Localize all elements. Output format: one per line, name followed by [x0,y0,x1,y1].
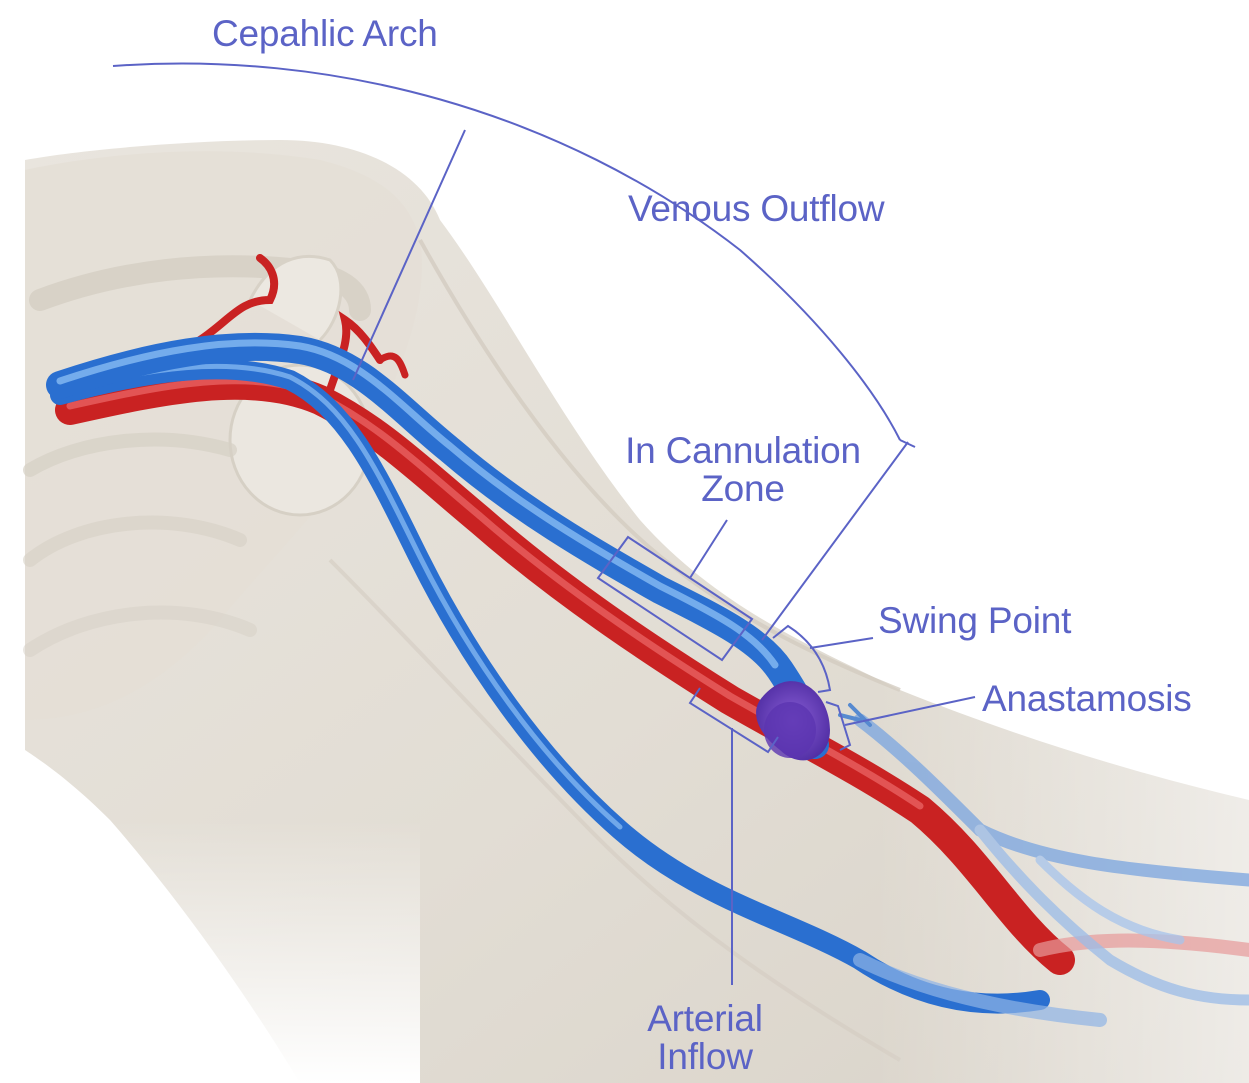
label-swing-point: Swing Point [878,602,1071,640]
label-in-cannulation-line1: In Cannulation [612,432,874,470]
label-venous-outflow: Venous Outflow [628,190,884,228]
label-cephalic-arch: Cepahlic Arch [212,15,438,53]
label-anastamosis: Anastamosis [982,680,1192,718]
label-in-cannulation-zone: In Cannulation Zone [612,432,874,508]
label-in-cannulation-line2: Zone [612,470,874,508]
label-arterial-inflow: Arterial Inflow [620,1000,790,1076]
label-arterial-line1: Arterial [620,1000,790,1038]
label-arterial-line2: Inflow [620,1038,790,1076]
